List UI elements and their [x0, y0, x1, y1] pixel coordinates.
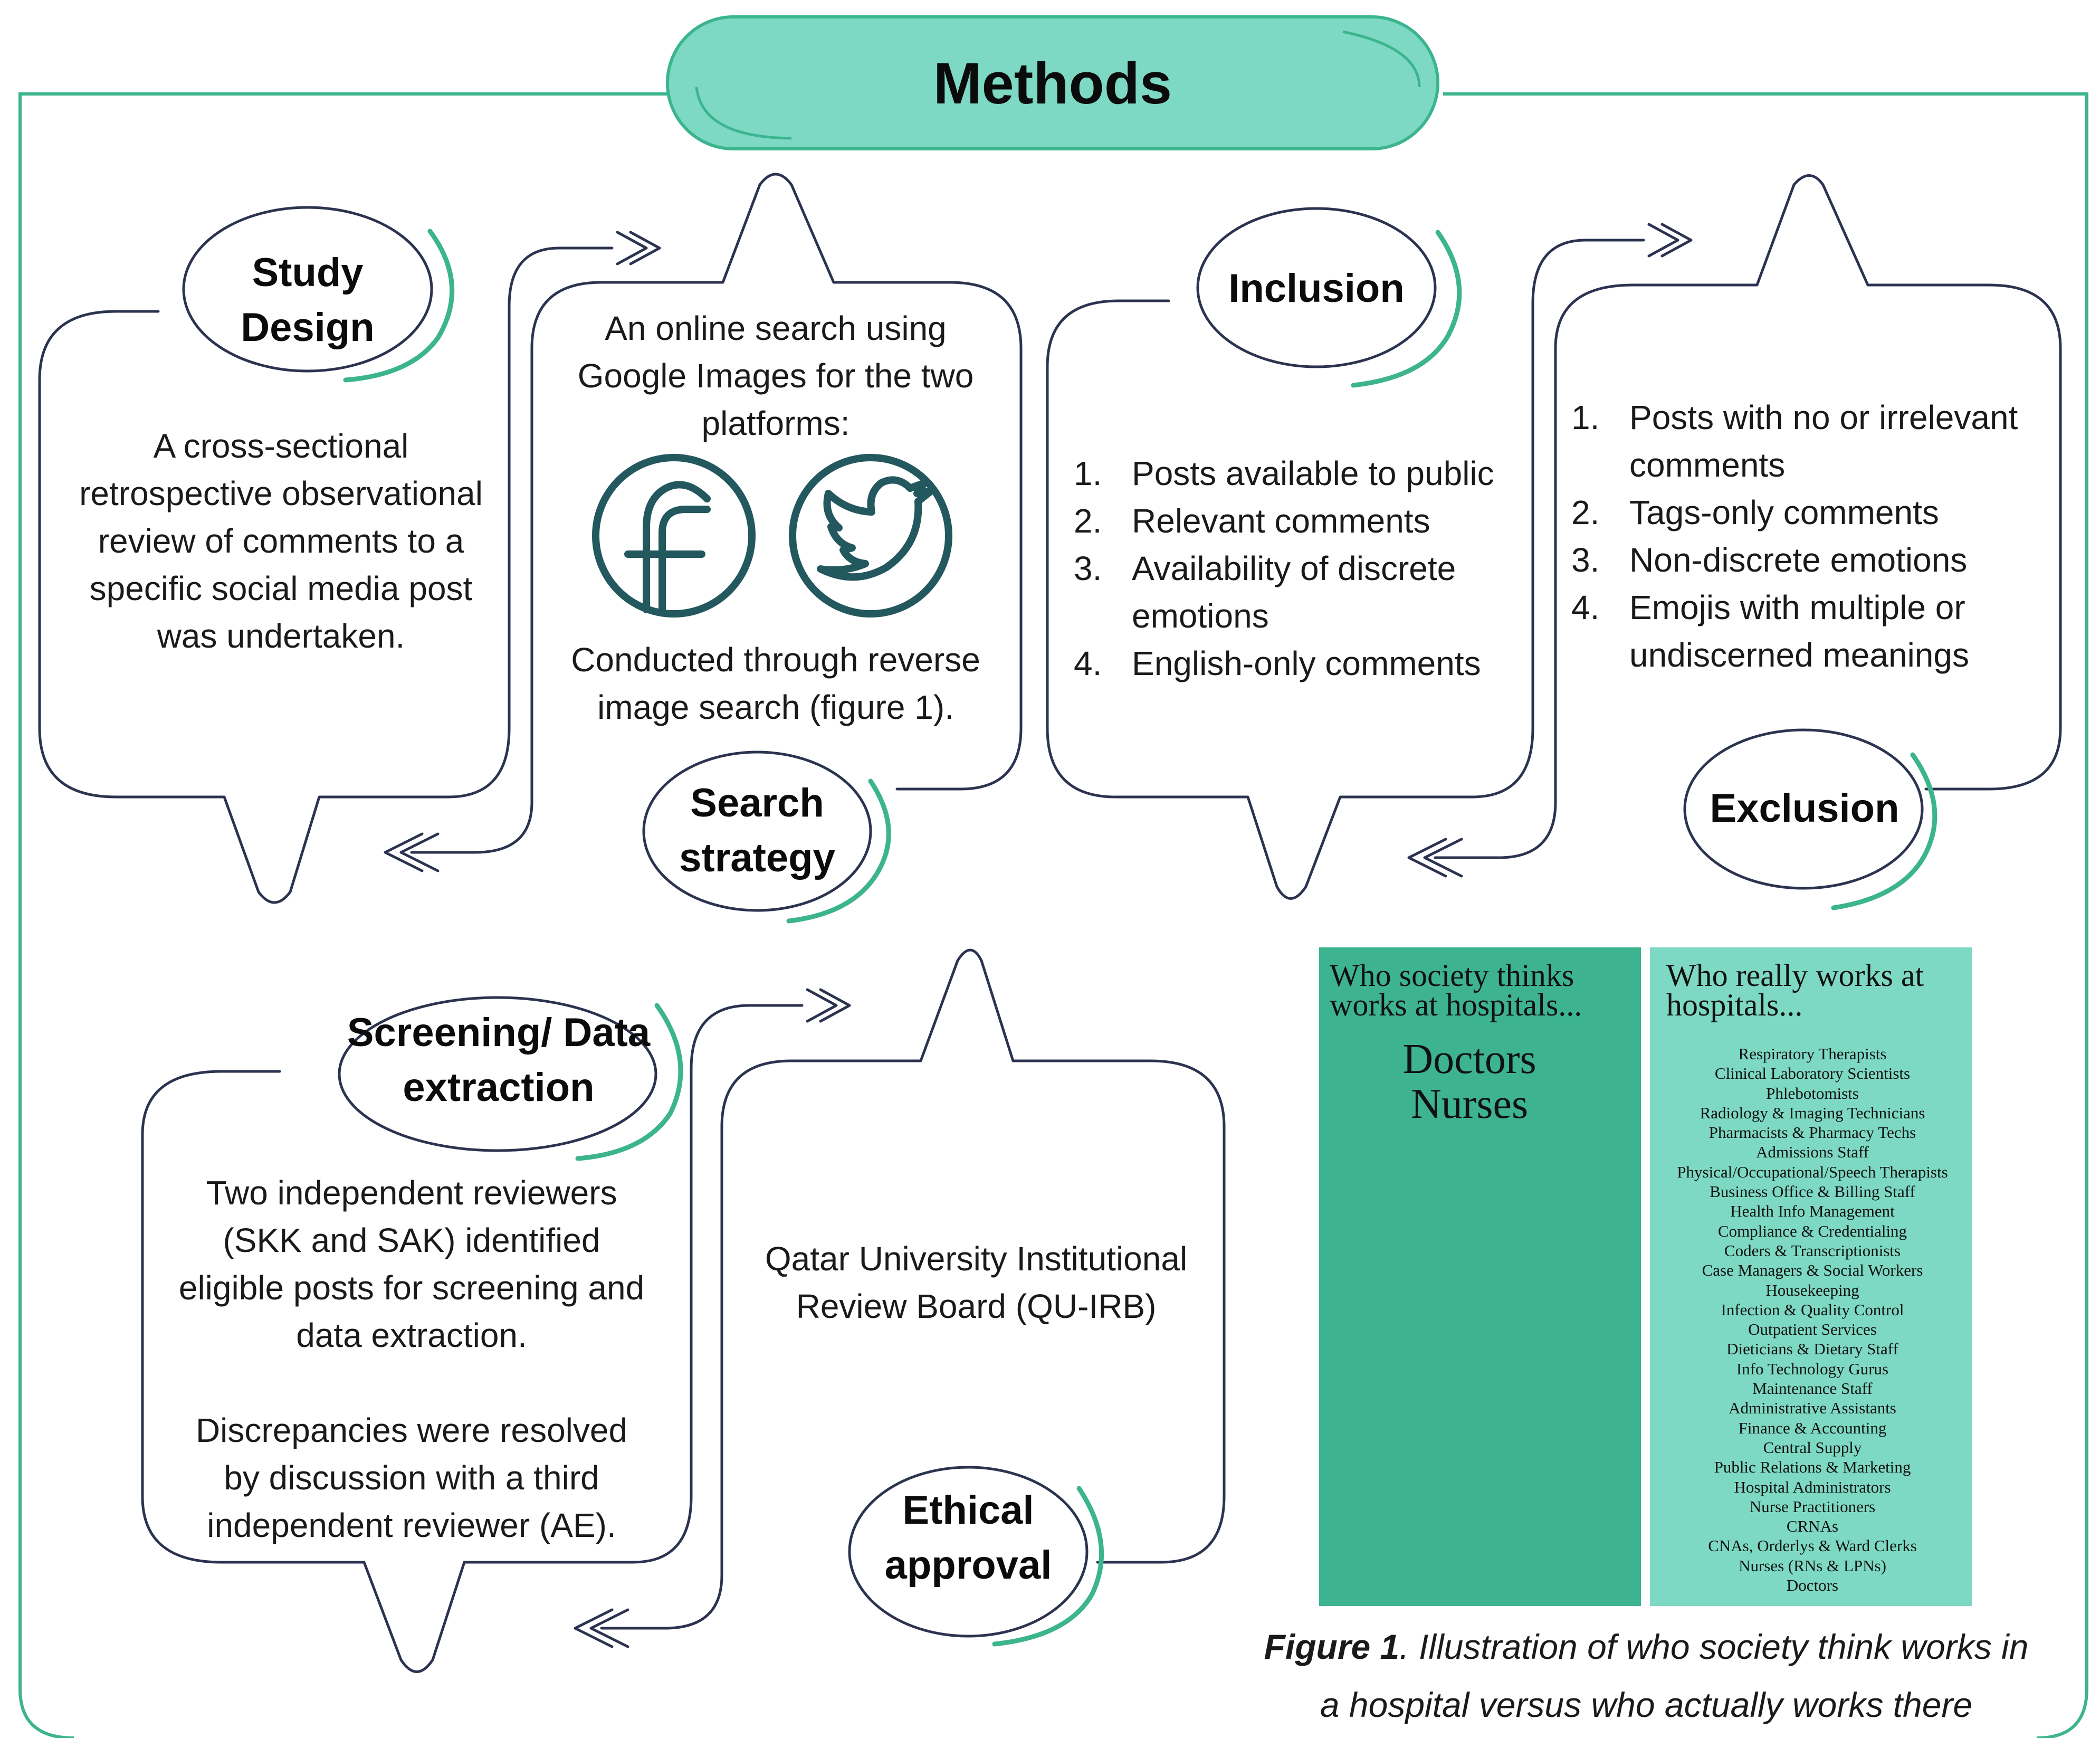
arrow-left-3	[574, 1608, 629, 1648]
study-design-label: Study Design	[241, 250, 375, 350]
title-pill-accent	[1342, 30, 1421, 88]
figure-role-item: Info Technology Gurus	[1736, 1359, 1889, 1378]
inclusion-label: Inclusion	[1228, 266, 1405, 311]
figure-role-item: Finance & Accounting	[1738, 1418, 1887, 1437]
figure-role-item: Respiratory Therapists	[1738, 1044, 1887, 1063]
ethics-label-ellipse	[848, 1466, 1089, 1638]
page-title: Methods	[933, 51, 1172, 116]
figure-role-item: Compliance & Credentialing	[1717, 1221, 1907, 1240]
search-strategy-intro: An online search using Google Images for…	[577, 309, 974, 442]
list-item: 4.Emojis with multiple or undiscerned me…	[1571, 588, 1969, 674]
ethics-bubble	[720, 948, 1226, 1577]
figure-role-item: Coders & Transcriptionists	[1724, 1241, 1901, 1260]
arrow-right-3	[806, 988, 851, 1023]
figure-role-item: Dieticians & Dietary Staff	[1726, 1340, 1898, 1359]
figure-role-item: Business Office & Billing Staff	[1710, 1182, 1915, 1201]
list-item: 1.Posts with no or irrelevant comments	[1571, 398, 2018, 484]
search-strategy-outro: Conducted through reverse image search (…	[571, 641, 980, 726]
exclusion-label: Exclusion	[1710, 786, 1899, 831]
connector-ethics-screen	[600, 1574, 723, 1630]
accent-arc	[343, 229, 455, 383]
figure-role-item: Maintenance Staff	[1752, 1379, 1873, 1398]
ethics-text: Qatar University Institutional Review Bo…	[765, 1240, 1188, 1325]
screening-text: Two independent reviewers (SKK and SAK) …	[178, 1174, 645, 1354]
figure-right-panel	[1650, 947, 1972, 1606]
title-pill-accent	[695, 87, 792, 140]
figure-role-item: Nurses (RNs & LPNs)	[1739, 1556, 1886, 1575]
figure-role-item: Case Managers & Social Workers	[1702, 1261, 1923, 1280]
study-design-text: A cross-sectional retrospective observat…	[79, 427, 483, 655]
figure-role-item: Infection & Quality Control	[1721, 1300, 1904, 1319]
figure-role-item: Health Info Management	[1730, 1202, 1895, 1221]
facebook-icon	[592, 454, 756, 618]
connector-screen-ethics	[690, 1004, 804, 1070]
connector-incl-excl	[1531, 239, 1645, 305]
figure-role-item: Administrative Assistants	[1729, 1399, 1896, 1418]
inclusion-label-ellipse	[1196, 207, 1437, 368]
figure-role-item: Hospital Administrators	[1734, 1477, 1891, 1496]
figure-role-item: Clinical Laboratory Scientists	[1714, 1064, 1911, 1083]
screening-label-ellipse	[338, 996, 657, 1152]
arrow-left-1	[384, 832, 440, 872]
arrow-left-2	[1407, 838, 1463, 878]
list-item: 1.Posts available to public	[1074, 454, 1494, 492]
figure-right-heading: Who really works at hospitals...	[1666, 958, 1924, 1022]
connector-study-search	[508, 246, 614, 308]
figure-role-item: Nurse Practitioners	[1749, 1497, 1876, 1516]
figure-left-panel	[1319, 947, 1641, 1606]
list-item: 2.Relevant comments	[1074, 502, 1430, 540]
accent-arc	[575, 1003, 683, 1161]
figure-role-item: CRNAs	[1786, 1517, 1839, 1536]
list-item: 3.Availability of discrete emotions	[1074, 549, 1456, 635]
figure-role-item: Public Relations & Marketing	[1714, 1458, 1911, 1477]
figure-role-item: Admissions Staff	[1756, 1143, 1869, 1162]
list-item: 4.English-only comments	[1074, 644, 1481, 682]
title-pill	[666, 15, 1439, 150]
exclusion-list: 1.Posts with no or irrelevant comments 2…	[1571, 394, 2057, 679]
figure-role-item: Pharmacists & Pharmacy Techs	[1708, 1123, 1916, 1142]
connector-search-study	[410, 801, 533, 854]
figure-role-item: Radiology & Imaging Technicians	[1700, 1103, 1925, 1122]
exclusion-label-ellipse	[1683, 728, 1924, 890]
outer-frame	[18, 92, 2088, 1738]
figure-left-item-doctors: Doctors	[1402, 1036, 1536, 1082]
screening-label: Screening/ Data extraction	[347, 1010, 651, 1110]
study-design-label-ellipse	[182, 206, 433, 373]
figure-role-item: Outpatient Services	[1748, 1320, 1877, 1339]
screening-bubble	[141, 1067, 693, 1673]
accent-arc	[1351, 230, 1462, 388]
search-strategy-bubble	[530, 173, 1023, 804]
figure-left-item-nurses: Nurses	[1410, 1081, 1529, 1127]
ethics-label: Ethical approval	[884, 1488, 1052, 1588]
figure-role-item: Phlebotomists	[1766, 1084, 1859, 1103]
inclusion-bubble	[1046, 299, 1534, 900]
search-strategy-label: Search strategy	[679, 781, 835, 880]
exclusion-bubble	[1554, 174, 2062, 804]
screening-discrepancy-text: Discrepancies were resolved by discussio…	[195, 1411, 628, 1544]
accent-arc	[786, 778, 891, 924]
study-design-bubble	[38, 305, 511, 904]
inclusion-list: 1.Posts available to public 2.Relevant c…	[1074, 450, 1528, 687]
figure-role-item: Physical/Occupational/Speech Therapists	[1677, 1162, 1948, 1181]
connector-excl-incl	[1434, 801, 1557, 859]
figure-role-item: CNAs, Orderlys & Ward Clerks	[1708, 1536, 1917, 1555]
list-item: 2.Tags-only comments	[1571, 493, 1939, 531]
figure-caption: Figure 1. Illustration of who society th…	[1264, 1627, 2029, 1724]
arrow-right-1	[616, 231, 661, 265]
list-item: 3.Non-discrete emotions	[1571, 541, 1968, 579]
accent-arc	[992, 1486, 1104, 1647]
figure-left-heading: Who society thinks works at hospitals...	[1330, 958, 1582, 1022]
accent-arc	[1831, 752, 1937, 910]
arrow-right-2	[1647, 223, 1693, 258]
figure-role-item: Central Supply	[1763, 1438, 1862, 1457]
search-strategy-label-ellipse	[642, 751, 872, 912]
twitter-icon	[789, 454, 952, 618]
figure-role-item: Housekeeping	[1765, 1280, 1859, 1299]
figure-role-item: Doctors	[1786, 1576, 1839, 1595]
